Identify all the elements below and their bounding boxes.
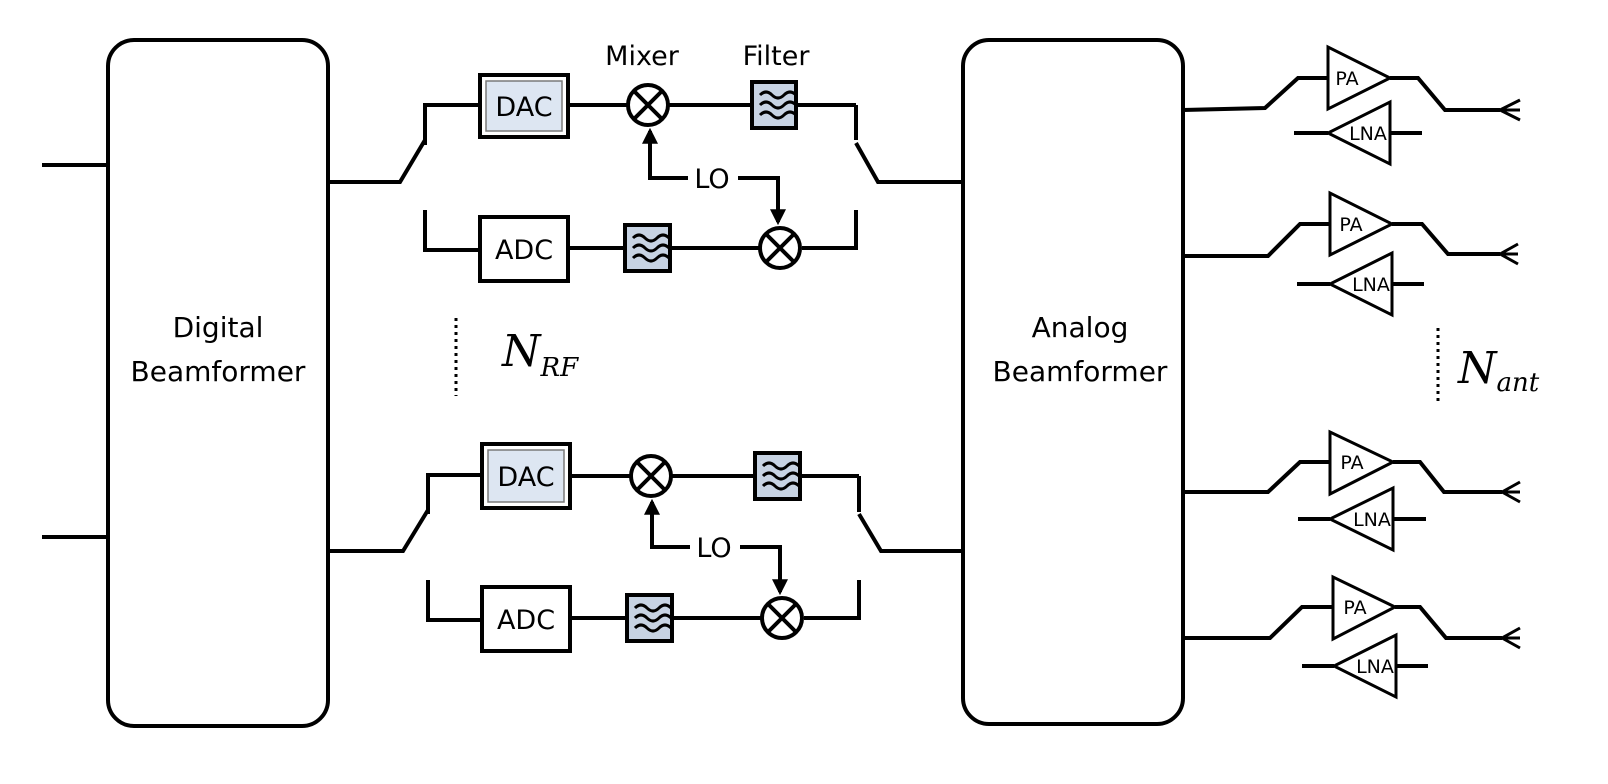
pa-label-4: PA	[1343, 597, 1366, 619]
rx-line-right-1	[802, 210, 858, 250]
tx-line-left-1	[423, 103, 480, 145]
tr-switch-right-1	[854, 142, 963, 184]
nrf-sub: RF	[540, 353, 580, 383]
tr-switch-left-2	[328, 508, 430, 553]
rx-line-left-2	[426, 580, 482, 622]
digital-beamformer-box	[106, 38, 330, 728]
lo-arrow-tx-1	[642, 127, 688, 180]
adc-label-2: ADC	[497, 605, 555, 636]
pa-input-line-2	[1183, 222, 1330, 258]
digital-beamformer-label-line2: Beamformer	[131, 355, 306, 388]
pa-triangle-2	[1328, 190, 1396, 258]
adc-label-1: ADC	[495, 235, 553, 266]
pa-label-1: PA	[1335, 68, 1358, 90]
pa-label-2: PA	[1339, 214, 1362, 236]
pa-triangle-4	[1331, 574, 1399, 642]
nrf-base: N	[501, 326, 542, 377]
tx-mixer-cross-1	[632, 89, 664, 121]
pa-input-line-3	[1183, 460, 1330, 494]
lo-arrow-tx-2	[644, 498, 690, 549]
filter-label: Filter	[743, 41, 811, 72]
lo-label-2: LO	[696, 533, 731, 564]
pa-output-line-3	[1393, 460, 1502, 494]
lna-label-4: LNA	[1356, 656, 1394, 678]
antenna-icon-3	[1501, 480, 1521, 504]
tx-line-left-2	[426, 473, 482, 514]
tx-filter-waves-2	[761, 461, 801, 491]
antenna-path-2: PA LNA	[1183, 190, 1519, 318]
dac-box-fill-2	[487, 449, 565, 503]
nant-label: Nant	[1457, 343, 1540, 398]
lna-label-3: LNA	[1353, 509, 1391, 531]
tr-switch-right-2	[857, 512, 963, 553]
rx-filter-waves-2	[633, 603, 673, 633]
lna-label-1: LNA	[1349, 123, 1387, 145]
antenna-icon-2	[1499, 242, 1519, 266]
lo-arrow-rx-2	[740, 545, 788, 596]
adc-box-1	[478, 215, 570, 283]
antenna-icon-1	[1499, 98, 1521, 122]
pa-input-line-4	[1183, 605, 1333, 640]
adc-box-2	[480, 585, 572, 653]
antenna-icon-4	[1501, 626, 1521, 650]
rx-filter-2	[625, 593, 674, 643]
dac-label-2: DAC	[497, 462, 554, 493]
digital-beamformer: Digital Beamformer	[106, 38, 330, 728]
tx-filter-2	[753, 451, 802, 501]
rx-mixer-cross-2	[766, 602, 798, 634]
analog-beamformer-box	[961, 38, 1185, 726]
analog-beamformer: Analog Beamformer	[961, 38, 1185, 726]
pa-input-line-1	[1182, 76, 1330, 112]
digital-beamformer-label-line1: Digital	[173, 311, 264, 344]
rx-filter-1	[623, 223, 672, 273]
dac-box-fill-1	[485, 80, 563, 132]
pa-triangle-1	[1326, 44, 1394, 112]
lna-label-2: LNA	[1352, 274, 1390, 296]
rx-filter-waves-1	[631, 233, 671, 263]
lo-label-1: LO	[694, 164, 729, 195]
rx-mixer-cross-1	[764, 232, 796, 264]
nant-sub: ant	[1497, 368, 1540, 398]
antenna-path-1: PA LNA	[1182, 44, 1521, 167]
antenna-path-4: PA LNA	[1183, 574, 1521, 700]
dac-label-1: DAC	[495, 92, 552, 123]
antenna-path-3: PA LNA	[1183, 429, 1521, 553]
analog-beamformer-label-line1: Analog	[1032, 311, 1129, 344]
rf-chain-2: DAC ADC LO	[328, 442, 963, 653]
tr-switch-left-1	[328, 138, 427, 184]
pa-output-line-1	[1390, 76, 1500, 112]
lo-arrow-rx-1	[738, 176, 786, 226]
nant-base: N	[1457, 343, 1498, 394]
pa-output-line-2	[1392, 222, 1500, 256]
rx-line-right-2	[804, 580, 861, 620]
mixer-label: Mixer	[605, 41, 680, 72]
tx-filter-waves-1	[758, 90, 798, 120]
pa-label-3: PA	[1340, 452, 1363, 474]
pa-output-line-4	[1395, 605, 1502, 640]
rf-chain-1: DAC Mixer Filter ADC LO	[328, 41, 963, 283]
nrf-label: NRF	[501, 326, 579, 383]
analog-beamformer-label-line2: Beamformer	[993, 355, 1168, 388]
rx-line-left-1	[423, 210, 480, 252]
pa-triangle-3	[1328, 429, 1397, 497]
tx-mixer-cross-2	[635, 460, 667, 492]
